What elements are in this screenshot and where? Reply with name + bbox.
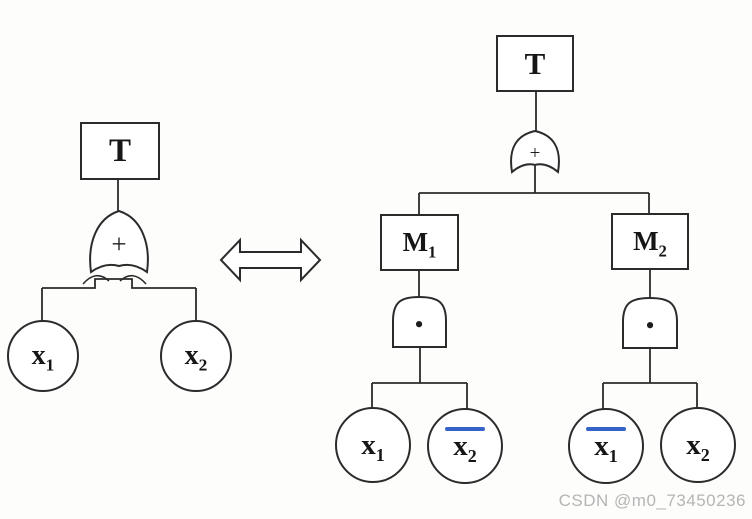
top-event-box-left: T — [80, 122, 160, 180]
basic-event-left-x2: x2 — [160, 320, 232, 392]
basic-event-label: x2 — [453, 429, 477, 466]
basic-event-left-x1: x1 — [7, 320, 79, 392]
intermediate-event-label: M2 — [633, 226, 667, 261]
or-gate-shape-right — [510, 129, 560, 174]
and-gate-dot-symbol: • — [414, 310, 424, 339]
basic-event-m1-x1: x1 — [335, 407, 411, 483]
negation-bar — [586, 427, 626, 431]
top-event-label: T — [524, 46, 546, 81]
basic-event-m1-not-x2: x2 — [427, 408, 503, 484]
or-gate-input-arc — [119, 274, 147, 285]
or-gate-plus-symbol: + — [111, 229, 127, 259]
or-gate-input-arc — [82, 274, 110, 285]
or-gate-shape-left — [89, 209, 149, 274]
intermediate-event-label: M1 — [402, 227, 437, 262]
top-event-label: T — [108, 132, 131, 169]
and-gate-dot-symbol: • — [645, 311, 655, 340]
and-gate-shape-m2 — [622, 296, 678, 349]
intermediate-event-box-m1: M1 — [380, 214, 459, 271]
intermediate-event-box-m2: M2 — [611, 213, 689, 270]
equivalence-double-arrow — [219, 237, 322, 283]
top-event-box-right: T — [496, 35, 574, 92]
basic-event-label: x1 — [594, 429, 618, 466]
basic-event-m2-not-x1: x1 — [568, 408, 644, 484]
negation-bar — [445, 427, 485, 431]
csdn-watermark: CSDN @m0_73450236 — [558, 491, 746, 510]
basic-event-label: x1 — [361, 428, 385, 465]
basic-event-label: x1 — [31, 340, 55, 375]
or-gate-plus-symbol: + — [529, 143, 541, 164]
basic-event-label: x2 — [686, 428, 710, 465]
basic-event-label: x2 — [184, 340, 208, 375]
basic-event-m2-x2: x2 — [660, 407, 736, 483]
branch-line — [42, 278, 196, 289]
and-gate-shape-m1 — [392, 295, 447, 348]
